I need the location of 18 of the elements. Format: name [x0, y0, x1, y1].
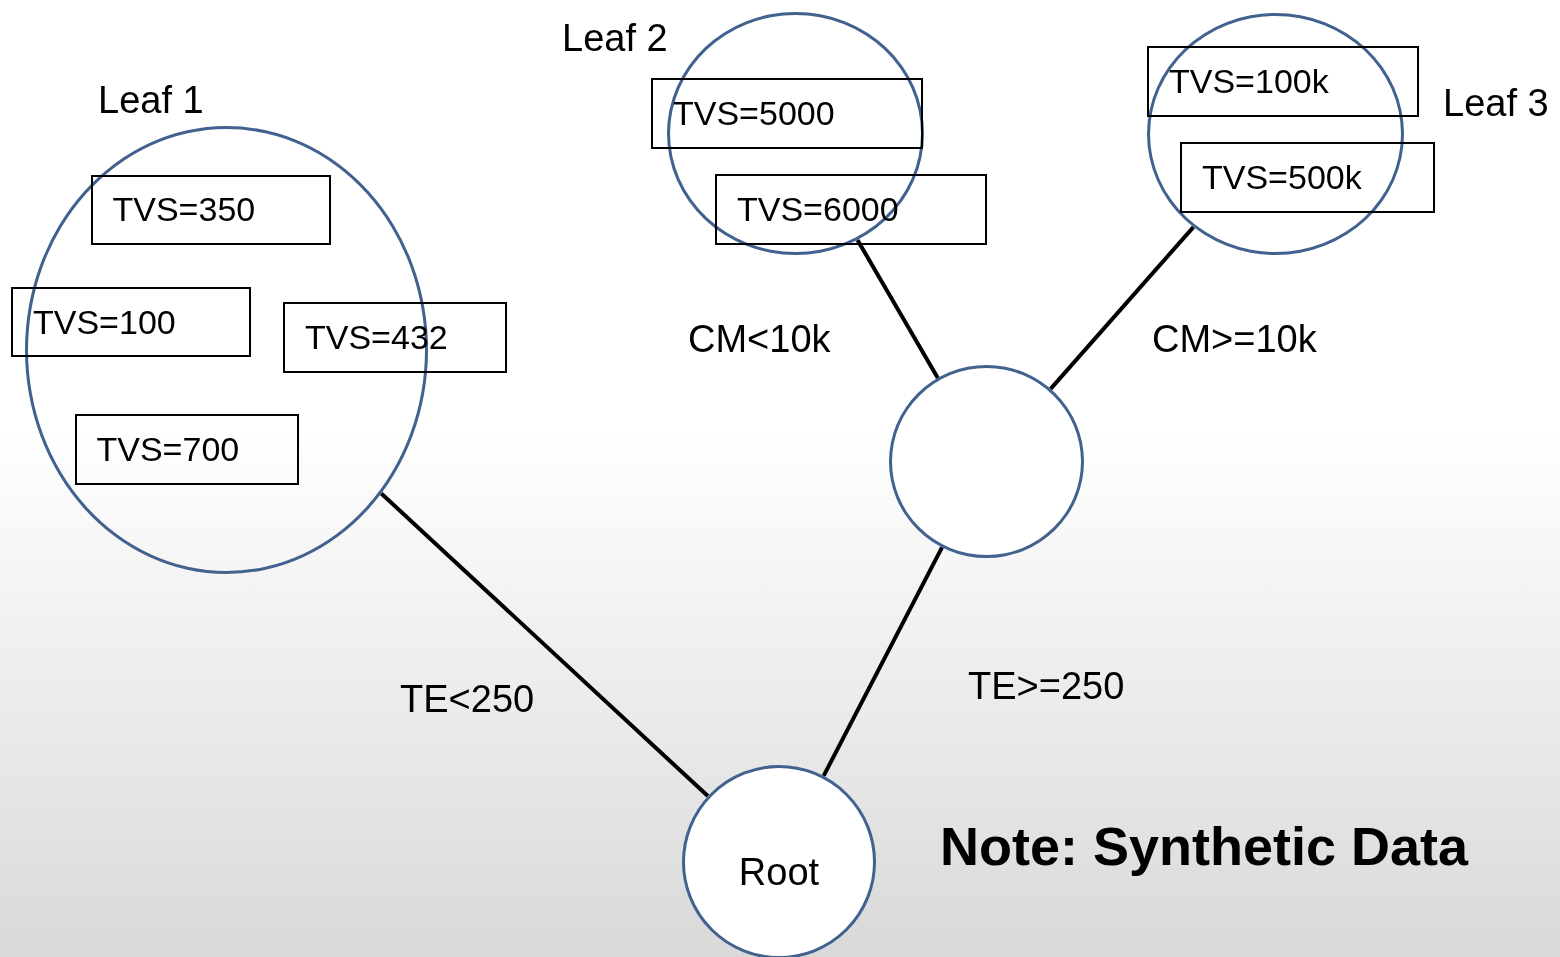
leaf-heading: Leaf 3: [1443, 82, 1549, 125]
value-box: TVS=500k: [1180, 142, 1435, 213]
value-box: TVS=5000: [651, 78, 923, 149]
edge-label: CM>=10k: [1152, 318, 1317, 361]
value-box: TVS=350: [90, 174, 331, 245]
branch-line: [1049, 225, 1195, 391]
leaf-heading: Leaf 1: [98, 79, 204, 122]
note-text: Note: Synthetic Data: [940, 815, 1469, 877]
edge-label: TE<250: [400, 678, 535, 721]
value-box: TVS=700: [74, 413, 299, 485]
edge-label: TE>=250: [968, 665, 1125, 708]
edge-label: CM<10k: [688, 318, 831, 361]
leaf-heading: Leaf 2: [562, 17, 668, 60]
value-box: TVS=100: [11, 287, 251, 357]
branch-line: [821, 546, 944, 777]
branch-line: [855, 238, 940, 379]
node-label: Root: [737, 849, 821, 895]
branch-line: [379, 491, 710, 798]
